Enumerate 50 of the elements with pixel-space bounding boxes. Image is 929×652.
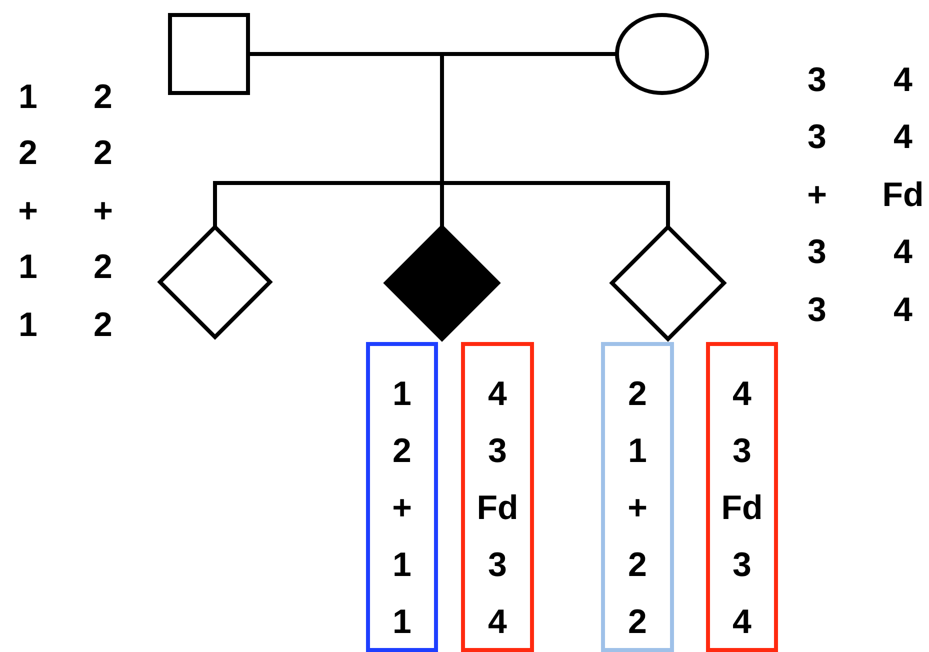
allele-label: 4 xyxy=(732,602,752,643)
allele-label: 4 xyxy=(894,117,912,157)
allele-label: 2 xyxy=(94,247,112,287)
allele-label: 1 xyxy=(18,77,38,117)
diamond-symbol xyxy=(157,224,273,340)
allele-label: 4 xyxy=(732,374,752,415)
allele-label: 3 xyxy=(808,117,826,157)
allele-label: 4 xyxy=(894,60,912,100)
allele-label: 1 xyxy=(18,305,38,345)
allele-label: Fd xyxy=(882,175,924,215)
allele-label: 4 xyxy=(894,290,912,330)
allele-label: 3 xyxy=(808,290,826,330)
pedigree-line xyxy=(248,52,617,56)
allele-label: 2 xyxy=(18,133,38,173)
allele-label: 2 xyxy=(628,545,647,586)
allele-label: 4 xyxy=(894,232,912,272)
allele-label: 2 xyxy=(94,305,112,345)
allele-label: 3 xyxy=(488,431,507,472)
allele-label: 2 xyxy=(392,431,412,472)
allele-label: 2 xyxy=(94,133,112,173)
square-symbol xyxy=(168,13,250,95)
haplotype-box xyxy=(706,342,778,652)
haplotype-box xyxy=(601,342,674,652)
allele-label: 1 xyxy=(628,431,647,472)
allele-label: 4 xyxy=(488,602,507,643)
allele-label: 1 xyxy=(392,602,412,643)
haplotype-box xyxy=(366,342,438,652)
allele-label: + xyxy=(628,488,648,529)
diamond-symbol xyxy=(609,224,727,342)
allele-label: 3 xyxy=(732,431,752,472)
allele-label: + xyxy=(392,488,412,529)
allele-label: + xyxy=(18,191,38,231)
allele-label: 1 xyxy=(18,247,38,287)
allele-label: + xyxy=(93,191,113,231)
allele-label: 2 xyxy=(628,374,647,415)
allele-label: + xyxy=(807,175,827,215)
diamond-symbol xyxy=(383,224,501,342)
allele-label: Fd xyxy=(476,488,518,529)
allele-label: 1 xyxy=(392,374,412,415)
allele-label: 3 xyxy=(808,60,826,100)
allele-label: 2 xyxy=(628,602,647,643)
allele-label: 1 xyxy=(392,545,412,586)
allele-label: 4 xyxy=(488,374,507,415)
allele-label: 3 xyxy=(732,545,752,586)
allele-label: 3 xyxy=(808,232,826,272)
allele-label: 2 xyxy=(94,77,112,117)
allele-label: 3 xyxy=(488,545,507,586)
allele-label: Fd xyxy=(721,488,763,529)
circle-symbol xyxy=(615,13,709,95)
haplotype-box xyxy=(461,342,534,652)
